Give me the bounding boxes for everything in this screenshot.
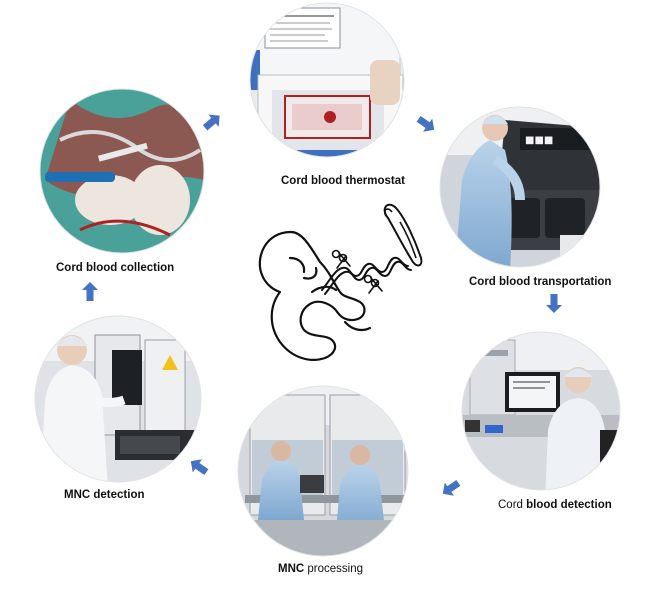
step-label-collection: Cord blood collection [56, 262, 175, 274]
photo-cord-blood-thermostat [250, 3, 404, 157]
step-label-detection: Cord blood detection [498, 499, 612, 511]
arrow-processing-to-mnc-detection [190, 459, 209, 476]
photo-mnc-processing [238, 386, 408, 556]
scissors-icon [331, 249, 383, 294]
umbilical-cord-icon [321, 256, 412, 295]
step-label-mnc-detection: MNC detection [64, 489, 145, 501]
photo-cord-blood-transportation: ■■■ [440, 107, 600, 267]
step-label-mnc-processing: MNC processing [278, 563, 364, 575]
fetus-icon [258, 230, 372, 361]
arrow-collection-to-thermostat [202, 114, 220, 131]
clamp-icon [383, 203, 423, 267]
flow-arrows [82, 114, 562, 496]
step-label-thermostat: Cord blood thermostat [281, 175, 405, 187]
arrow-detection-to-processing [442, 479, 461, 496]
photo-frame [249, 2, 405, 158]
arrow-thermostat-to-transportation [416, 115, 435, 132]
photo-frame [461, 331, 621, 491]
photo-frame [237, 385, 409, 557]
svg-text:■■■: ■■■ [525, 135, 553, 146]
photo-frame [34, 315, 202, 483]
arrow-transportation-to-detection [546, 294, 562, 313]
arrow-mnc-detection-to-collection [82, 282, 98, 301]
photo-cord-blood-collection [40, 89, 204, 253]
photo-frame [39, 88, 205, 254]
photo-frame [439, 106, 601, 268]
photo-mnc-detection [35, 316, 201, 482]
step-label-transportation: Cord blood transportation [469, 276, 612, 288]
